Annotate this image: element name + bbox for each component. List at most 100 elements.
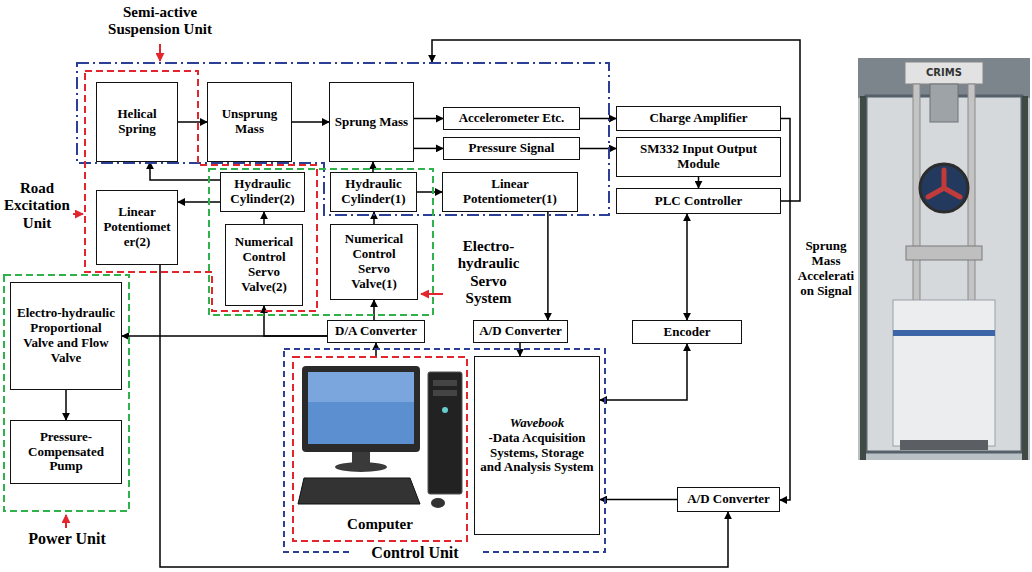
monitor bbox=[302, 366, 420, 452]
unit-region: Control UnitComputerWavebook-Data Acquis… bbox=[283, 348, 606, 553]
component-box: A/D Converter bbox=[677, 487, 780, 512]
signal-connector bbox=[122, 335, 327, 337]
signal-connector bbox=[414, 118, 443, 120]
region-heading: Power Unit bbox=[8, 530, 126, 548]
signal-connector bbox=[373, 212, 375, 224]
signal-connector bbox=[698, 177, 700, 188]
signal-connector bbox=[65, 390, 67, 420]
cooling-fan bbox=[920, 164, 968, 212]
box-label: Numerical Control Servo Valve(2) bbox=[230, 235, 298, 295]
lower-crossbar bbox=[906, 246, 982, 260]
box-label: Wavebook bbox=[510, 416, 565, 431]
signal-connector bbox=[580, 118, 616, 120]
component-box: Linear Potentiometer(1) bbox=[442, 172, 578, 212]
signal-connector bbox=[686, 214, 688, 320]
signal-connector bbox=[600, 499, 677, 501]
box-label: SM332 Input Output Module bbox=[621, 142, 776, 172]
signal-connector bbox=[264, 306, 327, 336]
component-box: Unsprung Mass bbox=[207, 82, 292, 162]
region-heading: Road Excitation Unit bbox=[2, 180, 72, 232]
signal-connector bbox=[178, 121, 207, 123]
rig-column bbox=[913, 84, 920, 334]
component-box: Sprung Mass bbox=[329, 82, 414, 162]
unit-region: Electro-hydraulic Servo SystemHydraulic … bbox=[208, 168, 434, 316]
box-label: Linear Potentiometer(2) bbox=[101, 205, 173, 250]
component-box: Pressure Signal bbox=[443, 137, 580, 160]
box-label: Encoder bbox=[664, 325, 711, 340]
region-heading: Semi-active Suspension Unit bbox=[90, 4, 230, 39]
pointer-arrow bbox=[65, 515, 67, 528]
monitor-base bbox=[335, 462, 387, 472]
box-label: D/A Converter bbox=[335, 324, 417, 339]
box-label: Linear Potentiometer(1) bbox=[447, 177, 573, 207]
signal-connector bbox=[780, 119, 790, 501]
crosshead bbox=[905, 62, 983, 84]
box-label: Unsprung Mass bbox=[212, 107, 287, 137]
signal-connector bbox=[373, 300, 375, 320]
region-border bbox=[4, 275, 129, 511]
component-box: Hydraulic Cylinder(2) bbox=[220, 172, 305, 212]
component-box: D/A Converter bbox=[327, 320, 425, 343]
box-label: Numerical Control Servo Valve(1) bbox=[335, 232, 413, 292]
component-box: Accelerometer Etc. bbox=[443, 107, 580, 130]
test-rig-cage bbox=[866, 96, 1022, 452]
pointer-arrow bbox=[73, 213, 83, 215]
component-box: SM332 Input Output Module bbox=[616, 137, 781, 177]
region-heading: Electro-hydraulic Servo System bbox=[446, 238, 531, 307]
component-box: Numerical Control Servo Valve(2) bbox=[225, 224, 303, 306]
component-box: Wavebook-Data Acquisition Systems, Stora… bbox=[474, 356, 600, 535]
actuator-housing bbox=[930, 84, 958, 122]
box-label: Electro-hydraulic Proportional Valve and… bbox=[15, 306, 117, 366]
signal-connector bbox=[263, 212, 265, 224]
box-label: Charge Amplifier bbox=[650, 111, 748, 126]
keyboard bbox=[298, 478, 420, 504]
screen-glare bbox=[308, 372, 414, 402]
region-border bbox=[284, 349, 605, 552]
unit-region: Power UnitElectro-hydraulic Proportional… bbox=[3, 274, 130, 512]
component-box: Electro-hydraulic Proportional Valve and… bbox=[10, 282, 122, 390]
component-box: Linear Potentiometer(2) bbox=[96, 190, 178, 265]
drive-bay bbox=[433, 390, 457, 396]
box-label: Sprung Mass bbox=[335, 115, 408, 130]
signal-connector bbox=[580, 148, 616, 150]
component-box: Helical Spring bbox=[96, 82, 178, 162]
rig-column bbox=[968, 84, 975, 334]
cage-post bbox=[1022, 96, 1028, 460]
box-label: Hydraulic Cylinder(1) bbox=[335, 177, 412, 207]
box-label: -Data Acquisition Systems, Storage and A… bbox=[479, 431, 595, 476]
region-border bbox=[209, 169, 433, 315]
region-outline bbox=[292, 356, 468, 542]
signal-connector bbox=[414, 148, 443, 150]
power-led bbox=[442, 407, 448, 413]
signal-label: Sprung Mass Acceleration Signal bbox=[796, 238, 856, 300]
cage-post bbox=[860, 96, 866, 460]
box-label: PLC Controller bbox=[655, 194, 743, 209]
signal-connector bbox=[372, 162, 374, 172]
box-label: A/D Converter bbox=[687, 492, 770, 507]
fan-blades bbox=[928, 170, 960, 197]
brand-text: CRIMS bbox=[905, 67, 983, 78]
box-label: Accelerometer Etc. bbox=[459, 111, 565, 126]
signal-connector bbox=[417, 191, 442, 193]
box-label: Pressure Signal bbox=[469, 141, 555, 156]
box-label: Helical Spring bbox=[101, 107, 173, 137]
component-box: PLC Controller bbox=[616, 188, 781, 214]
component-box: Numerical Control Servo Valve(1) bbox=[330, 224, 418, 300]
signal-connector bbox=[547, 212, 549, 320]
cabinet-plinth bbox=[900, 440, 988, 450]
mouse bbox=[431, 498, 445, 508]
box-label: Pressure-Compensated Pump bbox=[15, 430, 117, 475]
component-box: Pressure-Compensated Pump bbox=[10, 420, 122, 484]
region-heading: Computer bbox=[292, 516, 468, 533]
pc-tower bbox=[428, 372, 462, 494]
component-box: A/D Converter bbox=[473, 320, 568, 343]
box-label: A/D Converter bbox=[479, 324, 562, 339]
region-border bbox=[293, 357, 467, 541]
region-heading: Control Unit bbox=[350, 544, 480, 562]
box-label: Hydraulic Cylinder(2) bbox=[225, 177, 300, 207]
component-box: Hydraulic Cylinder(1) bbox=[330, 172, 417, 212]
pointer-arrow bbox=[159, 44, 161, 61]
unit-region: Computer bbox=[292, 356, 468, 542]
cabinet-stripe bbox=[893, 330, 995, 336]
